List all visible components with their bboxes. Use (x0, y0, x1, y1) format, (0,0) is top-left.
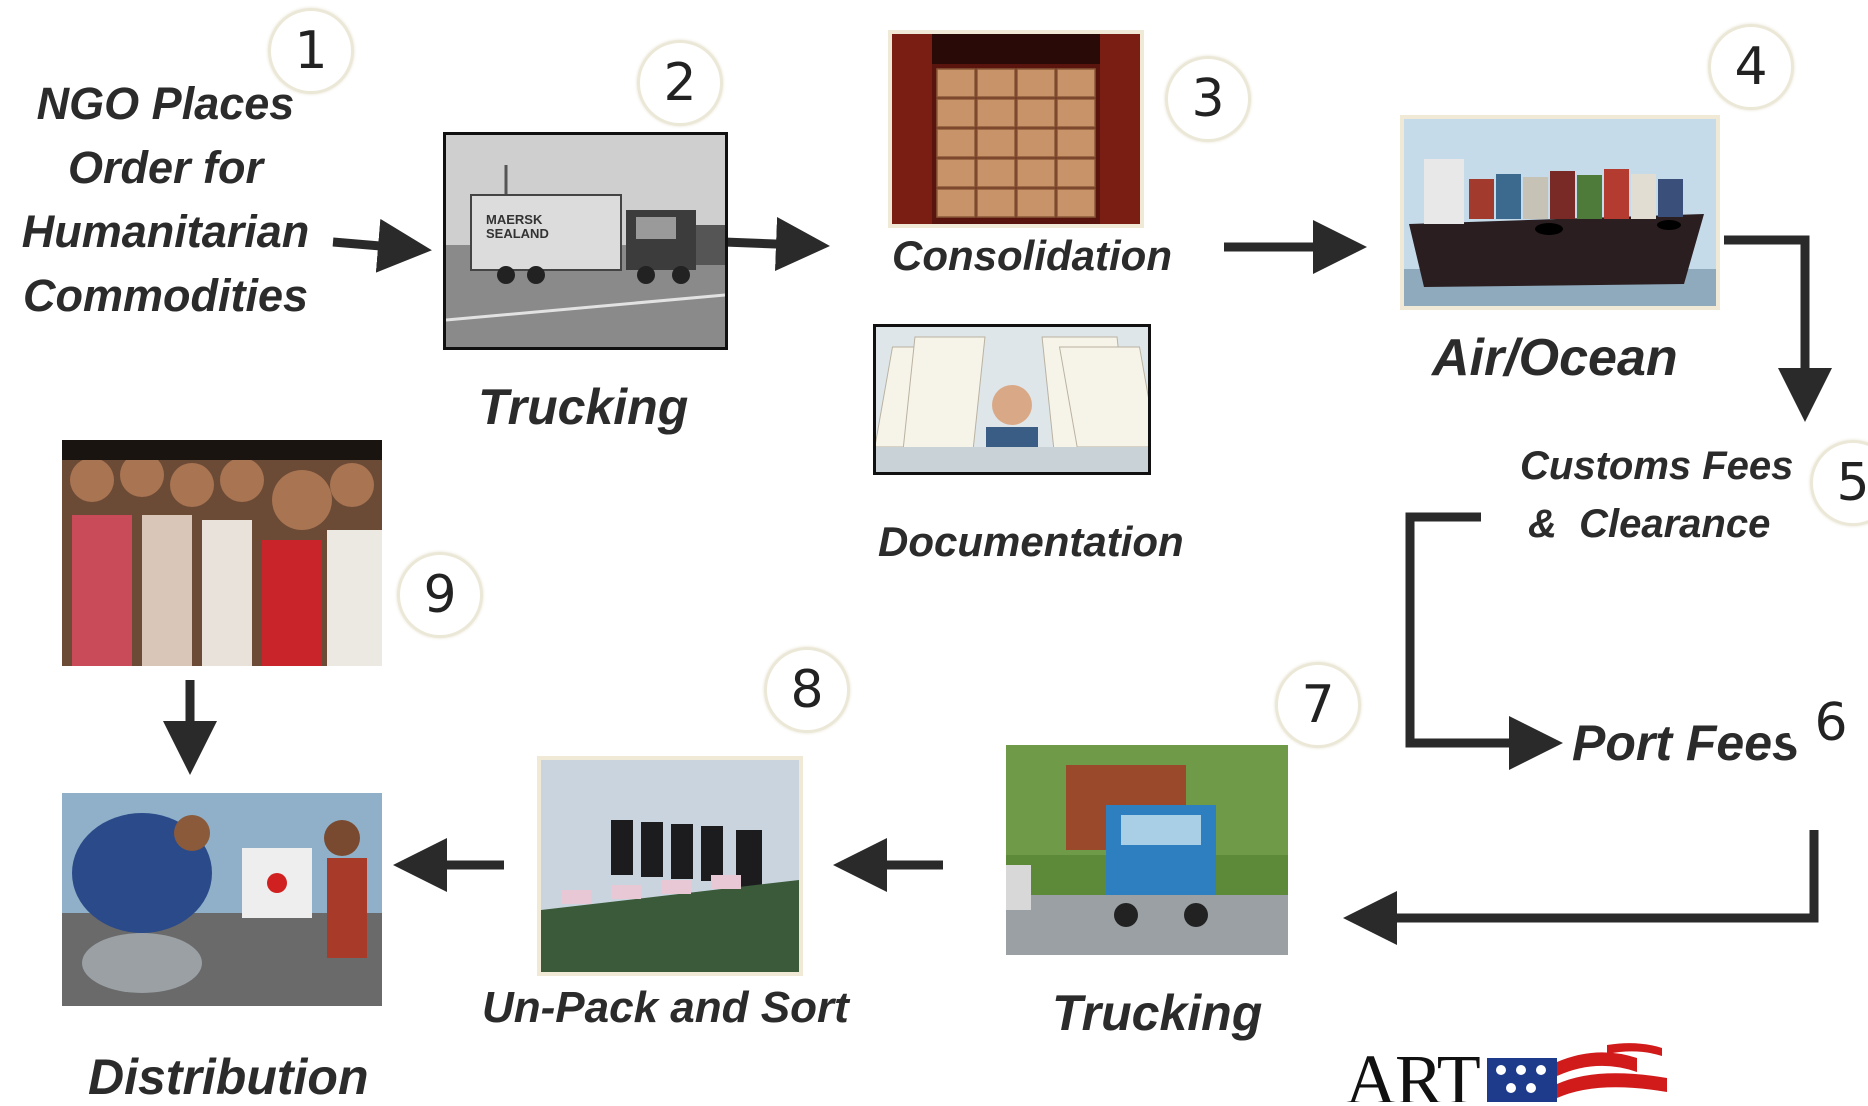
trucking-7-photo (1006, 745, 1288, 955)
arrow-1-to-2 (332, 218, 432, 273)
arrow-6-to-7 (1343, 830, 1819, 945)
distribution-photo (62, 793, 382, 1006)
unpack-sort-photo (537, 756, 803, 976)
documentation-photo (873, 324, 1151, 475)
step-8-number: 8 (764, 647, 850, 733)
step-6-label: Port Fees (1572, 715, 1800, 771)
step-9-number: 9 (397, 552, 483, 638)
ship-photo (1400, 115, 1720, 310)
step-6-number: 6 (1788, 680, 1868, 766)
arrow-2-to-3 (723, 216, 830, 271)
arrow-4-to-5 (1724, 235, 1832, 422)
step-5-label-line2: & Clearance (1528, 502, 1771, 546)
consolidation-photo (888, 30, 1144, 228)
step-7-number: 7 (1275, 662, 1361, 748)
step-3-number: 3 (1165, 56, 1251, 142)
distribution-label: Distribution (88, 1049, 369, 1105)
crowd-photo (62, 440, 382, 666)
documentation-label: Documentation (878, 518, 1184, 565)
step-5-label-line1: Customs Fees (1520, 444, 1794, 488)
step-2-label: Trucking (478, 379, 689, 435)
step-5-number: 5 (1810, 440, 1868, 526)
step-2-number: 2 (637, 40, 723, 126)
trucking-photo: MAERSK SEALAND (443, 132, 728, 350)
flag-icon (1487, 1043, 1667, 1102)
arrow-5-to-6 (1405, 512, 1563, 770)
step-4-number: 4 (1708, 24, 1794, 110)
step-3-label: Consolidation (892, 232, 1172, 279)
art-logo: ART (1345, 1040, 1685, 1102)
art-logo-text: ART (1345, 1040, 1481, 1102)
step-1-label: NGO Places Order for Humanitarian Commod… (21, 78, 310, 321)
step-4-label: Air/Ocean (1432, 329, 1678, 387)
truck-brand-text: MAERSK SEALAND (486, 212, 549, 241)
step-7-label: Trucking (1052, 985, 1263, 1041)
step-8-label: Un-Pack and Sort (482, 983, 849, 1032)
step-1-number: 1 (268, 8, 354, 94)
